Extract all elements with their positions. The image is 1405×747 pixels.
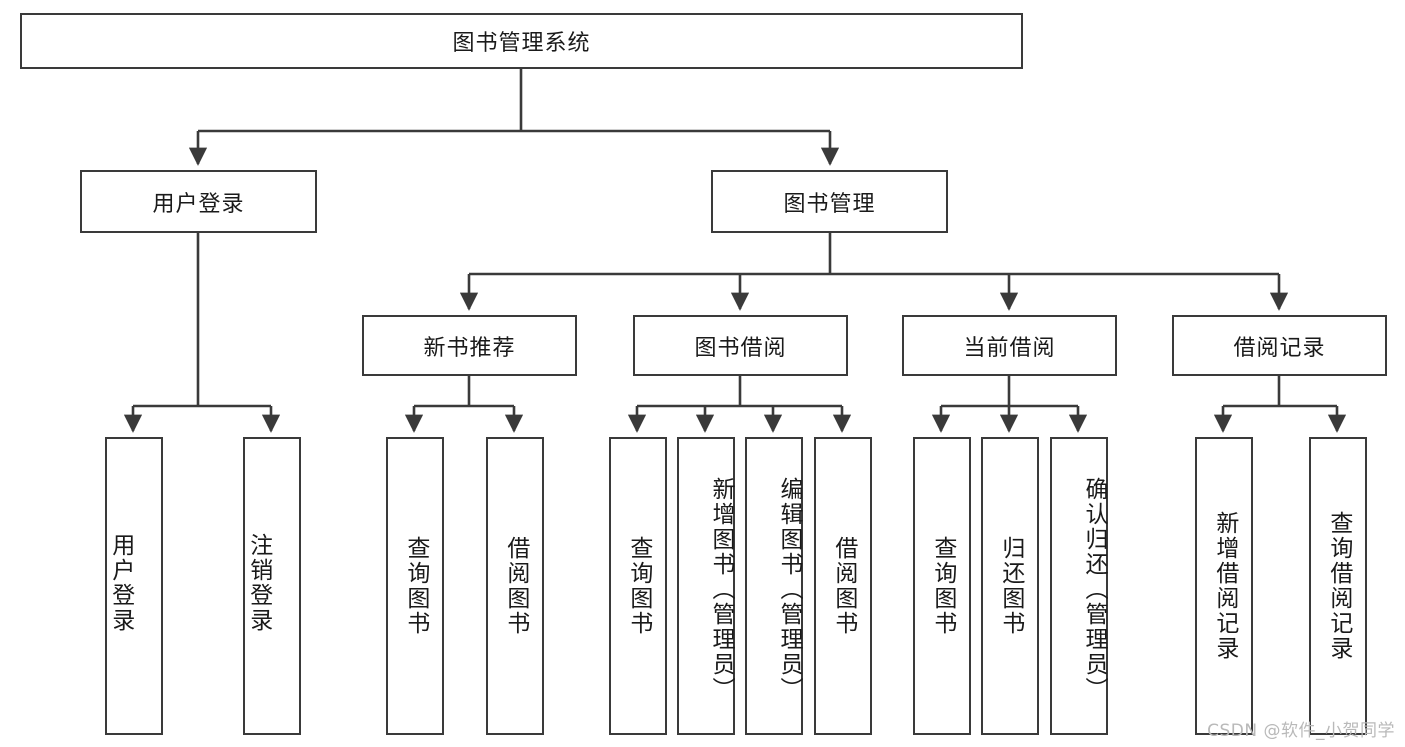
node-leaf-add-borrow-record[interactable]: 新增借阅记录 (1195, 437, 1253, 735)
node-label: 新增图书（管理员） (708, 476, 734, 702)
node-label: 图书管理 (783, 191, 876, 217)
node-leaf-confirm-return-admin[interactable]: 确认归还（管理员） (1050, 437, 1108, 735)
node-leaf-return-book[interactable]: 归还图书 (981, 437, 1039, 735)
node-label: 借阅记录 (1233, 335, 1326, 361)
node-leaf-add-book-admin[interactable]: 新增图书（管理员） (677, 437, 735, 735)
node-label: 借阅图书 (502, 536, 529, 636)
node-label: 确认归还（管理员） (1081, 476, 1107, 702)
node-leaf-query-borrow-record[interactable]: 查询借阅记录 (1309, 437, 1367, 735)
node-label: 注销登录 (245, 533, 272, 633)
node-leaf-borrow-book-1[interactable]: 借阅图书 (486, 437, 544, 735)
node-label: 编辑图书（管理员） (776, 476, 802, 702)
node-leaf-query-book-2[interactable]: 查询图书 (609, 437, 667, 735)
node-leaf-user-login[interactable]: 用户登录 (105, 437, 163, 735)
node-label: 查询图书 (402, 536, 429, 636)
node-label: 查询借阅记录 (1325, 511, 1352, 661)
node-leaf-borrow-book-2[interactable]: 借阅图书 (814, 437, 872, 735)
node-current-borrow[interactable]: 当前借阅 (902, 315, 1117, 376)
node-label: 用户登录 (107, 533, 134, 633)
node-leaf-query-book-3[interactable]: 查询图书 (913, 437, 971, 735)
node-label: 新书推荐 (423, 335, 516, 361)
node-label: 借阅图书 (830, 536, 857, 636)
node-label: 图书借阅 (694, 335, 787, 361)
node-label: 当前借阅 (963, 335, 1056, 361)
node-label: 新增借阅记录 (1211, 511, 1238, 661)
node-borrow-record[interactable]: 借阅记录 (1172, 315, 1387, 376)
node-book-manage[interactable]: 图书管理 (711, 170, 948, 233)
node-leaf-logout[interactable]: 注销登录 (243, 437, 301, 735)
node-label: 图书管理系统 (452, 31, 591, 56)
node-root-system[interactable]: 图书管理系统 (20, 13, 1023, 69)
node-label: 归还图书 (997, 536, 1024, 636)
node-user-login[interactable]: 用户登录 (80, 170, 317, 233)
node-label: 查询图书 (929, 536, 956, 636)
node-new-book-recommend[interactable]: 新书推荐 (362, 315, 577, 376)
node-leaf-query-book-1[interactable]: 查询图书 (386, 437, 444, 735)
node-book-borrow[interactable]: 图书借阅 (633, 315, 848, 376)
node-leaf-edit-book-admin[interactable]: 编辑图书（管理员） (745, 437, 803, 735)
node-label: 查询图书 (625, 536, 652, 636)
node-label: 用户登录 (152, 191, 245, 217)
